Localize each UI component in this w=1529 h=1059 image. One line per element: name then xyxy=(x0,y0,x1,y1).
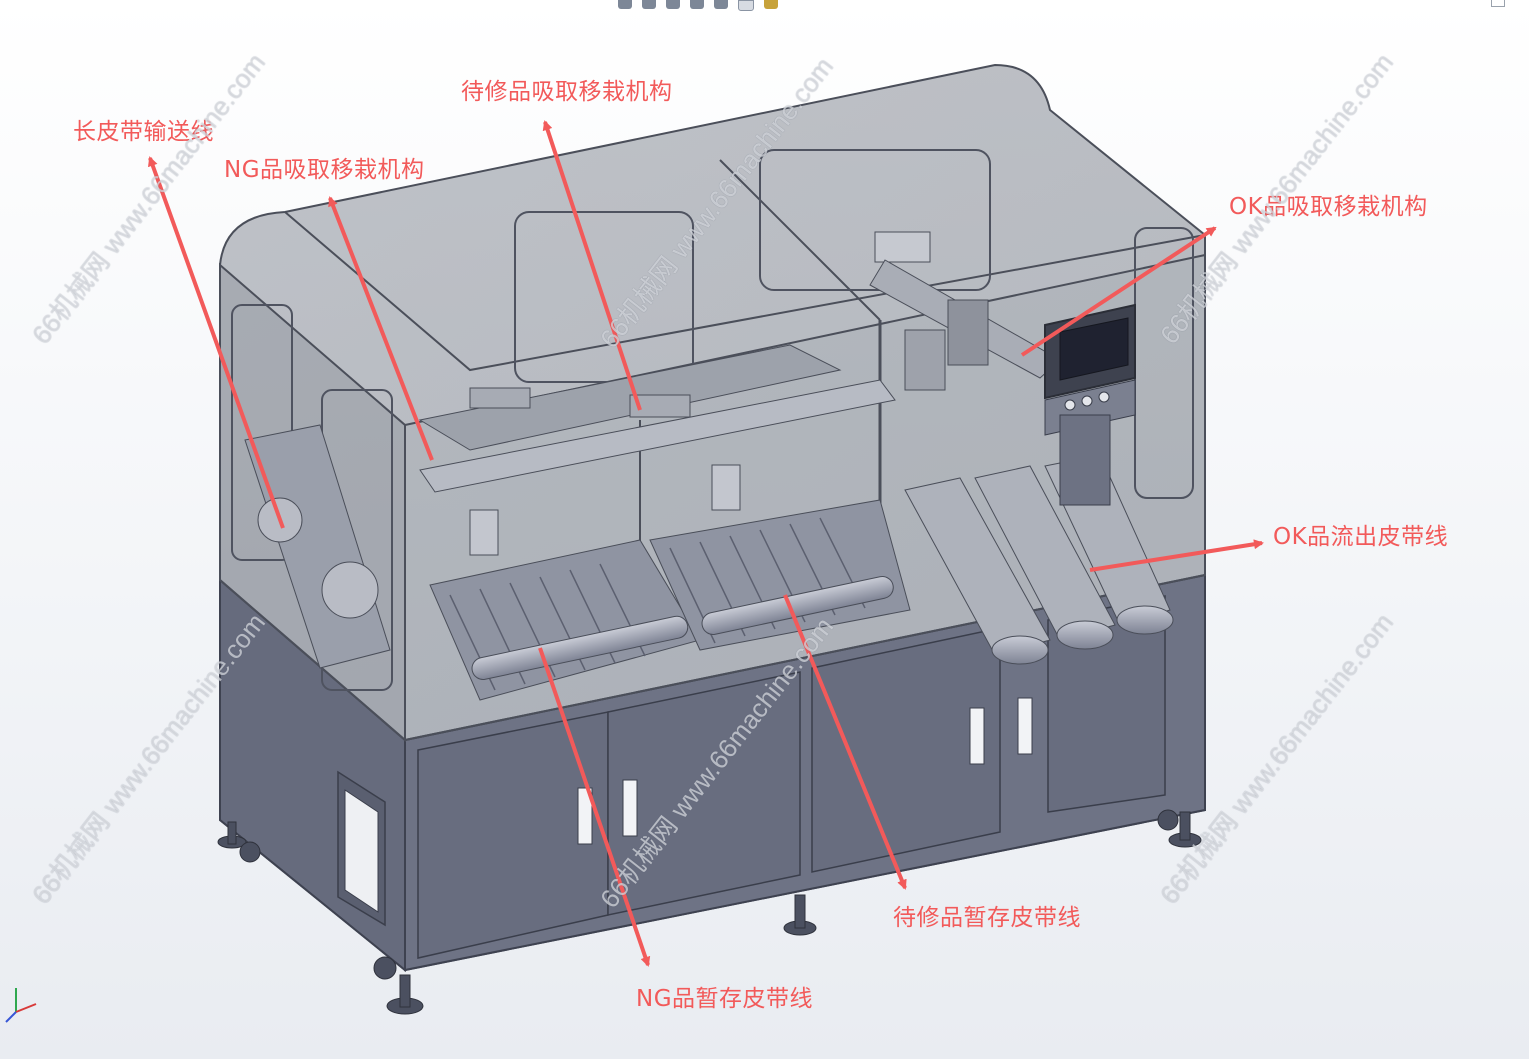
view-icon[interactable] xyxy=(666,0,680,9)
rotate-icon[interactable] xyxy=(642,0,656,9)
restore-icon[interactable] xyxy=(1491,0,1505,7)
scene-icon[interactable] xyxy=(764,0,778,9)
callout-repair-buffer: 待修品暂存皮带线 xyxy=(893,905,1081,931)
appearance-icon[interactable] xyxy=(738,0,754,11)
callout-ng-pick: NG品吸取移栽机构 xyxy=(224,157,425,183)
callout-leaders xyxy=(148,120,1264,967)
callout-repair-pick: 待修品吸取移栽机构 xyxy=(461,79,673,105)
hmi-panel xyxy=(1044,303,1136,506)
display-icon[interactable] xyxy=(714,0,728,9)
callout-long-belt: 长皮带输送线 xyxy=(73,119,214,145)
axis-triad-icon xyxy=(5,988,37,1023)
section-icon[interactable] xyxy=(690,0,704,9)
callout-ok-out-belt: OK品流出皮带线 xyxy=(1273,524,1449,550)
lower-cabinet xyxy=(217,573,1206,1015)
callout-ng-buffer: NG品暂存皮带线 xyxy=(636,986,814,1012)
callout-ok-pick: OK品吸取移栽机构 xyxy=(1229,194,1428,220)
transfer-mechanisms xyxy=(418,231,1061,556)
view-toolbar xyxy=(618,0,778,11)
zoom-icon[interactable] xyxy=(618,0,632,9)
